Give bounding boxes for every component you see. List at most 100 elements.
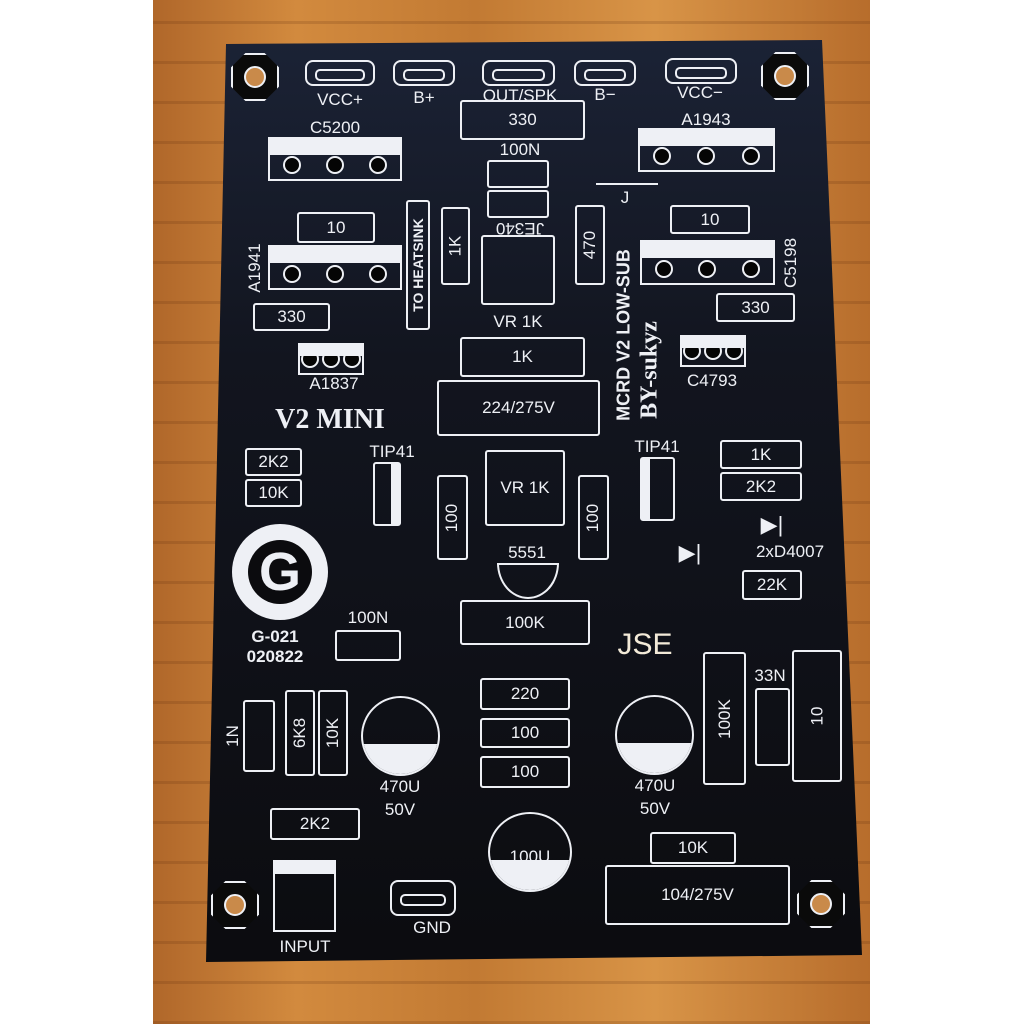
trimmer-label: VR 1K xyxy=(493,312,543,331)
transistor-footprint xyxy=(268,245,402,290)
resistor: 2K2 xyxy=(720,472,802,501)
capacitor-label: 470U xyxy=(634,776,676,795)
logo: G xyxy=(232,524,328,620)
electrolytic-capacitor-footprint xyxy=(615,695,694,775)
trimmer-footprint xyxy=(481,235,555,305)
input-connector xyxy=(273,860,336,932)
resistor: 1K xyxy=(460,337,585,377)
pad-out-spk xyxy=(482,60,555,86)
resistor-value: 6K8 xyxy=(290,717,309,749)
resistor: 100 xyxy=(437,475,468,560)
capacitor-label: 33N xyxy=(754,666,786,685)
resistor: 10 xyxy=(670,205,750,234)
transistor-footprint xyxy=(373,462,401,526)
pad-b-minus xyxy=(574,60,636,86)
pad-label: B− xyxy=(594,85,616,104)
resistor: 10 xyxy=(792,650,842,782)
capacitor-label: 100N xyxy=(499,140,541,159)
capacitor-voltage: 50V xyxy=(384,800,416,819)
jumper-line xyxy=(596,183,658,185)
transistor-footprint-to92 xyxy=(497,563,559,599)
mounting-hole xyxy=(211,881,259,929)
transistor-label: C4793 xyxy=(686,371,738,390)
resistor: 100K xyxy=(703,652,746,785)
capacitor-footprint xyxy=(755,688,790,766)
capacitor-footprint xyxy=(243,700,275,772)
resistor: 100 xyxy=(578,475,609,560)
transistor-label: C5198 xyxy=(781,237,800,289)
resistor-value: 10 xyxy=(806,706,826,726)
resistor-value: 470 xyxy=(580,230,599,260)
capacitor-footprint xyxy=(335,630,401,661)
resistor: 10 xyxy=(297,212,375,243)
resistor-value: 10K xyxy=(323,717,342,749)
diode-label: 2xD4007 xyxy=(755,542,825,561)
transistor-footprint xyxy=(640,240,775,285)
pad-label: VCC− xyxy=(677,83,723,102)
logo-date: 020822 xyxy=(246,647,304,666)
capacitor-label: 470U xyxy=(379,777,421,796)
capacitor-footprint: 224/275V xyxy=(437,380,600,436)
resistor: 22K xyxy=(742,570,802,600)
resistor-value: 1K xyxy=(445,235,465,257)
logo-letter: G xyxy=(248,540,312,604)
capacitor-footprint: 104/275V xyxy=(605,865,790,925)
transistor-label: A1941 xyxy=(245,243,264,293)
to-heatsink-text: TO HEATSINK xyxy=(410,218,427,312)
capacitor-footprint xyxy=(487,160,549,188)
resistor: 100K xyxy=(460,600,590,645)
transistor-footprint xyxy=(298,343,364,375)
transistor-label: TIP41 xyxy=(369,442,415,461)
pad-label: GND xyxy=(413,918,451,937)
capacitor-label: 100N xyxy=(347,608,389,627)
transistor-footprint xyxy=(640,457,675,521)
transistor-label: C5200 xyxy=(309,118,361,137)
logo-code: G-021 xyxy=(251,627,299,646)
resistor-value: 100 xyxy=(442,503,462,532)
jumper-label: J xyxy=(620,188,630,207)
pad-vcc-plus xyxy=(305,60,375,86)
mounting-hole xyxy=(761,52,809,100)
transistor-footprint xyxy=(638,128,775,172)
transistor-footprint xyxy=(680,335,746,367)
resistor: 100 xyxy=(480,718,570,748)
trimmer-footprint: VR 1K xyxy=(485,450,565,526)
to-heatsink-label: TO HEATSINK xyxy=(406,200,430,330)
transistor-label: 5551 xyxy=(508,543,546,562)
resistor: 6K8 xyxy=(285,690,315,776)
pad-vcc-minus xyxy=(665,58,737,84)
resistor: 100 xyxy=(480,756,570,788)
pad-label: B+ xyxy=(413,88,435,107)
author-credit: BY-sukyz xyxy=(636,321,663,419)
electrolytic-capacitor-footprint xyxy=(361,696,440,776)
resistor: 10K xyxy=(650,832,736,864)
resistor: 1K xyxy=(441,207,470,285)
transistor-footprint xyxy=(268,137,402,181)
resistor: 330 xyxy=(716,293,795,322)
capacitor-label: 100U xyxy=(509,847,551,866)
resistor: 220 xyxy=(480,678,570,710)
resistor: 2K2 xyxy=(245,448,302,476)
jse-mark: JSE xyxy=(617,628,673,661)
pad-label: VCC+ xyxy=(317,90,363,109)
pad-gnd xyxy=(390,880,456,916)
input-label: INPUT xyxy=(279,937,331,956)
transistor-label: A1943 xyxy=(681,110,731,129)
capacitor-label: 1N xyxy=(223,725,242,747)
pad-b-plus xyxy=(393,60,455,86)
board-name: MCRD V2 LOW-SUB xyxy=(613,249,634,421)
resistor: 10K xyxy=(318,690,348,776)
transistor-footprint-je340 xyxy=(487,190,549,218)
diode-icon: ▶| xyxy=(760,512,784,537)
resistor-value: 100K xyxy=(714,698,734,739)
resistor: 1K xyxy=(720,440,802,469)
transistor-label: A1837 xyxy=(309,374,359,393)
board-title: V2 MINI xyxy=(275,404,385,435)
transistor-label: TIP41 xyxy=(634,437,680,456)
capacitor-voltage: 50V xyxy=(639,799,671,818)
resistor-value: 100 xyxy=(583,503,603,532)
mounting-hole xyxy=(797,880,845,928)
electrolytic-capacitor-footprint xyxy=(488,812,572,892)
resistor: 330 xyxy=(253,303,330,331)
